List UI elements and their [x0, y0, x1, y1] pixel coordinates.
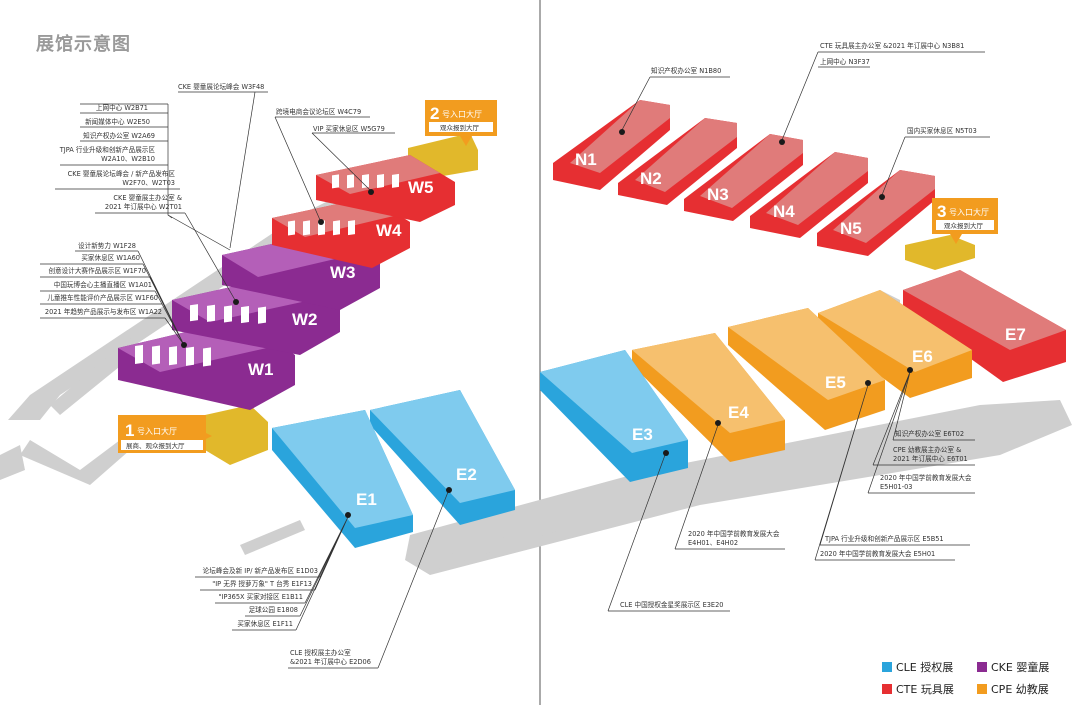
hall-E1[interactable]: E1 — [272, 410, 413, 548]
hall-E4[interactable]: E4 — [632, 333, 785, 462]
legend-item-cle: CLE 授权展 — [882, 659, 953, 675]
hall-N5[interactable]: N5 — [817, 170, 935, 256]
hall-W1-label: W1 — [248, 360, 274, 379]
label-w5g79: VIP 买家休息区 W5G79 — [313, 124, 385, 133]
label-w4c79: 跨境电商会议论坛区 W4C79 — [276, 107, 361, 116]
hall-N1-label: N1 — [575, 150, 597, 169]
label-cke-office-2: 2021 年订展中心 W2T01 — [105, 202, 182, 211]
label-e5b51: TJPA 行业升级和创新产品展示区 E5B51 — [824, 534, 944, 543]
hall-E2[interactable]: E2 — [370, 390, 515, 525]
hall-E5[interactable]: E5 — [728, 308, 885, 430]
legend-label-cle: CLE 授权展 — [896, 661, 954, 674]
map-title: 展馆示意图 — [36, 34, 131, 55]
entrance-2-title: 号入口大厅 — [442, 109, 482, 119]
label-w2a69: 知识产权办公室 W2A69 — [83, 131, 155, 140]
hall-W5-label: W5 — [408, 178, 434, 197]
label-cke-forum-1: CKE 婴童展论坛峰会 / 新产品发布区 — [68, 169, 176, 178]
hall-W5[interactable]: W5 — [316, 155, 455, 222]
label-e1808: 足球公园 E1808 — [249, 605, 298, 614]
entrance-3-sub: 观众报到大厅 — [944, 221, 984, 230]
legend-item-cpe: CPE 幼教展 — [977, 681, 1049, 697]
hall-E2-label: E2 — [456, 465, 477, 484]
hall-N2[interactable]: N2 — [618, 118, 737, 205]
label-tjpa-2: W2A10、W2B10 — [101, 155, 155, 163]
north-annotations: 知识产权办公室 N1B80 CTE 玩具展主办公室 &2021 年订展中心 N3… — [619, 41, 990, 200]
hall-E7-label: E7 — [1005, 325, 1026, 344]
label-e6t02: 知识产权办公室 E6T02 — [895, 429, 964, 438]
hall-E5-label: E5 — [825, 373, 846, 392]
label-e6t01-2: 2021 年订展中心 E6T01 — [893, 454, 968, 463]
legend-label-cpe: CPE 幼教展 — [991, 683, 1049, 696]
legend-item-cte: CTE 玩具展 — [882, 681, 954, 697]
label-e1f13: "IP 无界 授萝万象" T 台秀 E1F13 — [212, 579, 312, 588]
hall-N5-label: N5 — [840, 219, 862, 238]
label-w2e50: 新闻媒体中心 W2E50 — [85, 117, 150, 126]
label-e1d03: 论坛峰会及新 IP/ 新产品发布区 E1D03 — [203, 566, 318, 575]
hall-E6[interactable]: E6 — [818, 290, 972, 398]
label-n3b81: CTE 玩具展主办公室 &2021 年订展中心 N3B81 — [820, 41, 964, 50]
entrance-3-number: 3 — [937, 202, 946, 221]
label-e1b11: "IP365X 买家对接区 E1B11 — [219, 592, 304, 601]
hall-E3[interactable]: E3 — [540, 350, 688, 482]
label-w3f48: CKE 婴童展论坛峰会 W3F48 — [178, 82, 264, 91]
hall-W2-label: W2 — [292, 310, 318, 329]
entrance-2-tag[interactable]: 2 号入口大厅 观众报到大厅 — [425, 100, 497, 146]
legend-swatch-cte — [882, 684, 892, 694]
label-e5h01: 2020 年中国学前教育发展大会 E5H01 — [820, 549, 935, 558]
west-annotations: CKE 婴童展论坛峰会 W3F48 上网中心 W2B71 新闻媒体中心 W2E5… — [40, 82, 395, 348]
entrance-3-tag[interactable]: 3 号入口大厅 观众报到大厅 — [932, 198, 998, 244]
entrance-2-sub: 观众报到大厅 — [440, 123, 480, 132]
label-e2d06-2: &2021 年订展中心 E2D06 — [290, 657, 371, 666]
legend-item-cke: CKE 婴童展 — [977, 659, 1049, 675]
label-w1f28: 设计新势力 W1F28 — [78, 241, 136, 250]
legend-swatch-cpe — [977, 684, 987, 694]
hall-W3-label: W3 — [330, 263, 356, 282]
hall-E3-label: E3 — [632, 425, 653, 444]
label-e1f11: 买家休息区 E1F11 — [237, 619, 293, 628]
label-w1a01: 中国玩博会心主播直播区 W1A01 — [54, 280, 152, 289]
hall-N3-label: N3 — [707, 185, 729, 204]
hall-N4[interactable]: N4 — [750, 152, 868, 238]
hall-E4-label: E4 — [728, 403, 749, 422]
entrance-1-tag[interactable]: 1 号入口大厅 展商、观众报到大厅 — [118, 415, 212, 453]
label-n5t03: 国内买家休息区 N5T03 — [907, 126, 977, 135]
label-n1b80: 知识产权办公室 N1B80 — [651, 66, 721, 75]
entrance-1-title: 号入口大厅 — [137, 426, 177, 436]
hall-E7[interactable]: E7 — [903, 270, 1066, 382]
east-annotations: 知识产权办公室 E6T02 CPE 幼教展主办公室 & 2021 年订展中心 E… — [195, 367, 975, 669]
label-e4h01-1: 2020 年中国学前教育发展大会 — [688, 529, 780, 538]
label-w1a22: 2021 年趋势产品展示与发布区 W1A22 — [45, 307, 162, 316]
label-cke-forum-2: W2F70、W2T03 — [122, 179, 175, 187]
hall-N1[interactable]: N1 — [553, 100, 670, 190]
label-w1a60: 买家休息区 W1A60 — [81, 253, 140, 262]
hall-W4-label: W4 — [376, 221, 402, 240]
label-tjpa-1: TJPA 行业升级和创新产品展示区 — [59, 145, 156, 154]
label-w1f60: 儿童推车性能评价产品展示区 W1F60 — [47, 293, 158, 302]
label-w2b71: 上网中心 W2B71 — [96, 103, 148, 112]
hall-N4-label: N4 — [773, 202, 795, 221]
legend-label-cke: CKE 婴童展 — [991, 661, 1050, 674]
entrance-buildings — [205, 133, 975, 465]
hall-E1-label: E1 — [356, 490, 377, 509]
label-e3e20: CLE 中国授权金星奖展示区 E3E20 — [620, 600, 724, 609]
label-w1f70: 创意设计大赛作品展示区 W1F70 — [48, 266, 146, 275]
label-e2d06-1: CLE 授权展主办公室 — [290, 648, 351, 657]
hall-N3[interactable]: N3 — [684, 134, 803, 221]
entrance-1-sub: 展商、观众报到大厅 — [126, 441, 185, 450]
entrance-2-number: 2 — [430, 104, 439, 123]
hall-N2-label: N2 — [640, 169, 662, 188]
hall-E6-label: E6 — [912, 347, 933, 366]
entrance-3-title: 号入口大厅 — [949, 207, 989, 217]
legend-swatch-cle — [882, 662, 892, 672]
label-e5h01-1: 2020 年中国学前教育发展大会 — [880, 473, 972, 482]
label-e6t01-1: CPE 幼教展主办公室 & — [893, 445, 961, 454]
legend-swatch-cke — [977, 662, 987, 672]
legend-label-cte: CTE 玩具展 — [896, 683, 954, 696]
label-n3f37: 上网中心 N3F37 — [820, 57, 870, 66]
entrance-1-number: 1 — [125, 421, 134, 440]
label-e4h01-2: E4H01、E4H02 — [688, 539, 738, 547]
label-cke-office-1: CKE 婴童展主办公室 & — [113, 193, 182, 202]
label-e5h01-2: E5H01-03 — [880, 483, 912, 491]
